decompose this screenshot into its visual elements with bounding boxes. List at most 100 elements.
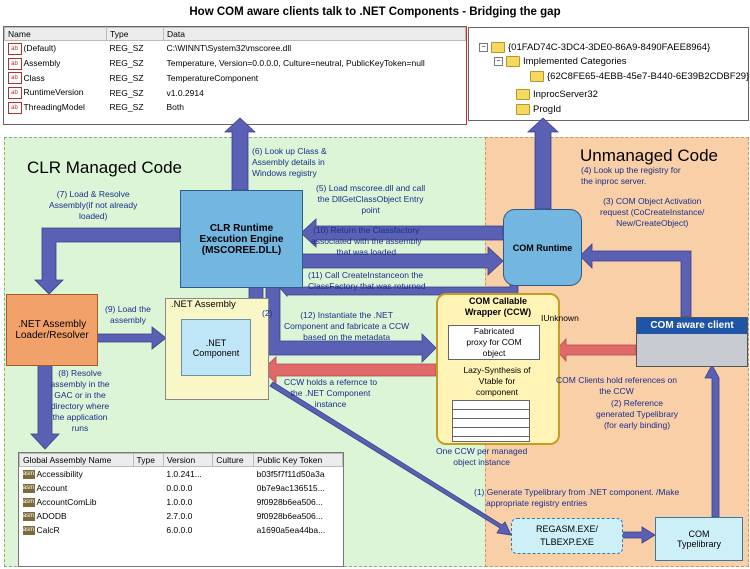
arrow-typelib-to-client: [704, 364, 720, 518]
tree-node-implemented-categories[interactable]: −Implemented Categories: [494, 56, 627, 67]
net-component-label-2: Component: [192, 347, 240, 358]
gac-table: Global Assembly Name Type Version Cultur…: [18, 452, 344, 567]
arrow-ccw-to-component: [261, 356, 437, 384]
com-client-box: COM aware client: [636, 317, 748, 367]
tree-node-category[interactable]: {62C8FE65-4EBB-45e7-B440-6E39B2CDBF29}: [530, 71, 749, 82]
registry-row-type: REG_SZ: [109, 43, 144, 54]
regasm-box: REGASM.EXE/ TLBEXP.EXE: [511, 518, 623, 554]
typelib-label-1: COM: [688, 529, 710, 539]
arrow-client-to-comrt: [579, 243, 692, 318]
net-assembly-label: .NET Assembly: [171, 299, 236, 310]
gac-col-type: Type: [132, 453, 164, 467]
registry-row-name: Assembly: [23, 57, 61, 68]
vtable-box: [452, 400, 530, 442]
tree-node-progid[interactable]: ProgId: [516, 104, 561, 115]
tree-node-label: ProgId: [533, 104, 561, 115]
registry-row-data: C:\WINNT\System32\mscoree.dll: [166, 43, 292, 54]
gac-col-version: Version: [162, 453, 214, 467]
registry-value-icon: ab: [7, 101, 22, 114]
registry-row-type: REG_SZ: [109, 87, 144, 98]
loader-label-2: Loader/Resolver: [15, 330, 89, 341]
registry-col-type: Type: [106, 27, 164, 41]
regasm-label-2: TLBEXP.EXE: [540, 537, 594, 547]
assembly-icon: asm: [22, 526, 35, 536]
registry-value-icon: ab: [7, 42, 22, 55]
arrow-loader-to-gac: [30, 363, 60, 450]
registry-col-data: Data: [163, 27, 466, 41]
arrow-clr-to-loader: [34, 227, 181, 295]
assembly-icon: asm: [22, 484, 35, 494]
arrow-return-classfactory: [300, 246, 504, 276]
arrow-comrt-to-tree: [526, 117, 560, 210]
collapse-icon[interactable]: −: [479, 43, 488, 52]
page-title: How COM aware clients talk to .NET Compo…: [189, 6, 561, 18]
gac-col-culture: Culture: [212, 453, 255, 467]
gac-col-token: Public Key Token: [253, 453, 343, 467]
gac-col-name: Global Assembly Name: [19, 453, 134, 467]
arrow-regasm-to-typelib: [620, 526, 656, 544]
arrow-assembly-to-regasm: [269, 381, 512, 536]
folder-icon: [491, 42, 505, 53]
collapse-icon[interactable]: −: [494, 57, 503, 66]
arrow-loader-to-assembly: [95, 326, 167, 350]
tree-node-label: InprocServer32: [533, 89, 598, 100]
folder-icon: [516, 89, 530, 100]
registry-row[interactable]: ab(Default) REG_SZ C:\WINNT\System32\msc…: [5, 41, 466, 56]
registry-value-icon: ab: [7, 87, 22, 99]
registry-row-name: ThreadingModel: [23, 102, 85, 112]
arrow-client-to-ccw: [555, 337, 637, 363]
registry-row-type: REG_SZ: [109, 102, 144, 113]
registry-value-icon: ab: [7, 57, 22, 70]
tree-node-label: {62C8FE65-4EBB-45e7-B440-6E39B2CDBF29}: [547, 71, 750, 82]
iunknown-label: IUnknown: [541, 313, 579, 323]
loader-label-1: .NET Assembly: [17, 319, 87, 330]
tree-node-clsid[interactable]: −{01FAD74C-3DC4-3DE0-86A9-8490FAEE8964}: [479, 42, 710, 53]
arrow-load-mscoree: [300, 218, 504, 248]
step-2a-note: (2): [262, 308, 273, 318]
folder-open-icon: [506, 56, 520, 67]
arrow-clr-to-registry: [223, 117, 257, 191]
com-runtime-box: COM Runtime: [503, 209, 582, 286]
clr-label-2: Execution Engine: [199, 233, 284, 245]
com-client-label: COM aware client: [637, 318, 747, 334]
assembly-icon: asm: [22, 512, 35, 522]
regasm-label-1: REGASM.EXE/: [535, 524, 598, 534]
folder-icon: [530, 71, 544, 82]
tree-node-inprocserver32[interactable]: InprocServer32: [516, 89, 598, 100]
typelib-label-2: Typelibrary: [676, 539, 721, 549]
net-component-label-1: .NET: [205, 337, 227, 348]
clr-runtime-box: CLR Runtime Execution Engine (MSCOREE.DL…: [180, 190, 303, 288]
registry-row-data: Both: [166, 102, 185, 113]
